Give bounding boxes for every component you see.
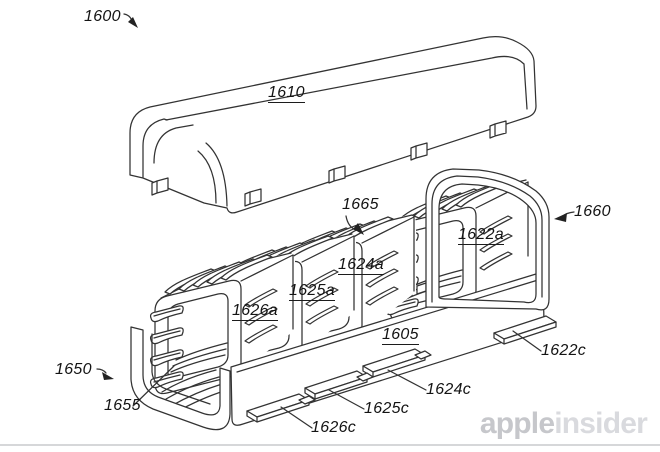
watermark-apple: apple	[479, 407, 555, 440]
watermark-insider: insider	[554, 407, 648, 440]
ref-label-1624c: 1624c	[426, 381, 472, 398]
ref-label-1650: 1650	[55, 361, 92, 378]
ref-label-1625c: 1625c	[364, 400, 410, 417]
ref-label-1622a: 1622a	[458, 226, 504, 245]
ref-label-1610: 1610	[268, 84, 305, 103]
contact-plates-drawing	[246, 315, 557, 423]
ref-label-1665: 1665	[342, 196, 379, 213]
bottom-divider	[0, 444, 660, 446]
ref-label-1655: 1655	[104, 397, 141, 414]
cover-tabs	[151, 120, 507, 207]
appleinsider-watermark: appleinsider	[479, 407, 648, 440]
leader-lines	[96, 13, 575, 429]
tray-right-end-drawing	[425, 168, 550, 311]
top-cover-drawing	[129, 36, 537, 214]
ref-label-1622c: 1622c	[541, 342, 587, 359]
ref-label-1660: 1660	[574, 203, 611, 220]
ref-label-1600: 1600	[84, 8, 121, 25]
ref-label-1624a: 1624a	[338, 256, 384, 275]
ref-label-1625a: 1625a	[289, 282, 335, 301]
ref-label-1626c: 1626c	[311, 419, 357, 436]
ref-label-1626a: 1626a	[232, 302, 278, 321]
ref-label-1605: 1605	[382, 326, 419, 345]
